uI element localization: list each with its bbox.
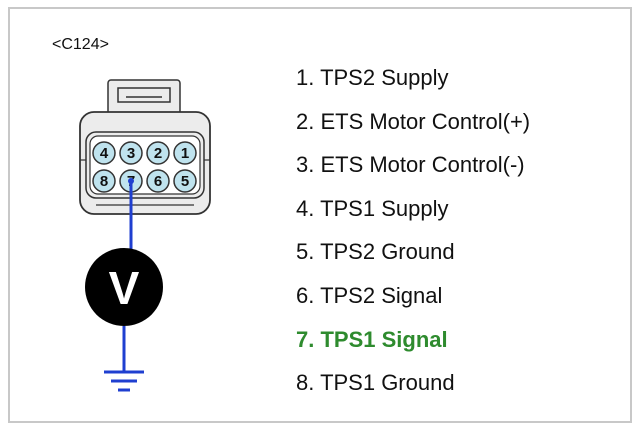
pin-description-list: 1. TPS2 Supply 2. ETS Motor Control(+) 3… xyxy=(296,60,530,409)
svg-text:4: 4 xyxy=(100,145,109,162)
pin-desc-8: 8. TPS1 Ground xyxy=(296,370,455,396)
pin-desc-2: 2. ETS Motor Control(+) xyxy=(296,108,531,134)
pin-8: 8 xyxy=(92,169,116,193)
pin-desc-7-highlighted: 7. TPS1 Signal xyxy=(296,326,448,352)
pin-2: 2 xyxy=(146,141,170,165)
svg-text:V: V xyxy=(109,262,140,314)
ground-symbol-icon xyxy=(104,370,144,392)
pin-5: 5 xyxy=(173,169,197,193)
svg-text:2: 2 xyxy=(154,145,162,162)
connector-label: <C124> xyxy=(52,36,109,53)
pin-row-top: 4 3 2 1 xyxy=(92,141,197,165)
pin-4: 4 xyxy=(92,141,116,165)
pin-6: 6 xyxy=(146,169,170,193)
pin-desc-3: 3. ETS Motor Control(-) xyxy=(296,152,525,178)
svg-text:6: 6 xyxy=(154,173,162,190)
pin-3: 3 xyxy=(119,141,143,165)
voltmeter-icon: V xyxy=(85,248,163,326)
pin-desc-1: 1. TPS2 Supply xyxy=(296,65,449,90)
svg-text:1: 1 xyxy=(181,145,189,162)
pin-1: 1 xyxy=(173,141,197,165)
probe-point xyxy=(128,178,134,184)
svg-text:8: 8 xyxy=(100,173,108,190)
diagram-frame xyxy=(8,7,632,423)
pin-desc-6: 6. TPS2 Signal xyxy=(296,282,443,308)
pin-desc-4: 4. TPS1 Supply xyxy=(296,195,449,221)
svg-text:5: 5 xyxy=(181,173,189,190)
pin-desc-5: 5. TPS2 Ground xyxy=(296,239,455,265)
svg-text:3: 3 xyxy=(127,145,135,162)
